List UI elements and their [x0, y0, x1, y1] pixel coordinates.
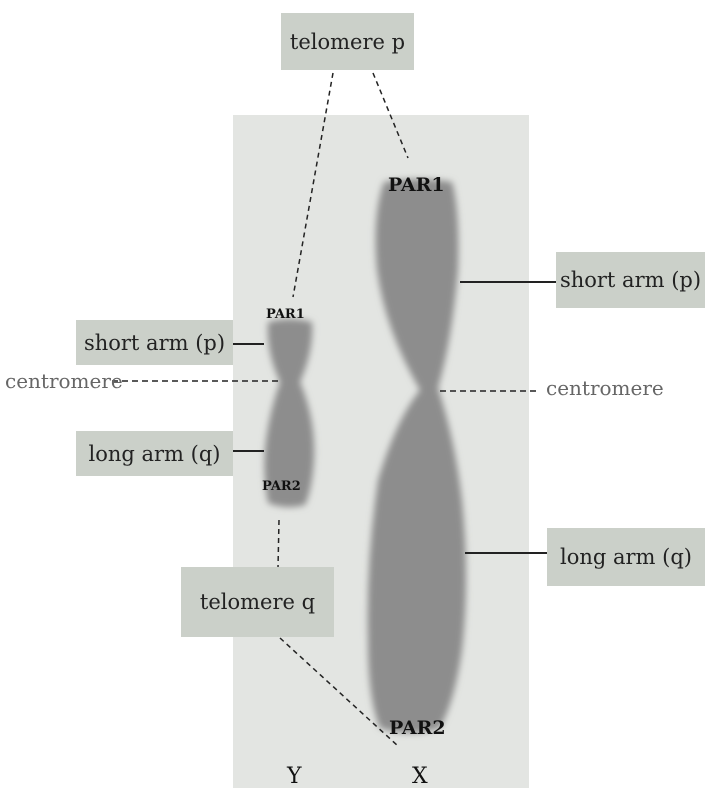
x-long-arm-label: long arm (q): [547, 528, 705, 586]
x-chromosome: [368, 179, 466, 733]
telomere-p-line-to-x: [373, 73, 408, 158]
y-long-arm-label: long arm (q): [76, 431, 233, 476]
telomere-p-label: telomere p: [281, 13, 414, 70]
telomere-q-line-from-y: [278, 520, 279, 568]
y-par2-label: PAR2: [262, 479, 301, 494]
y-centromere-label: centromere: [5, 369, 123, 393]
telomere-p-line-to-y: [293, 73, 333, 297]
y-short-arm-label: short arm (p): [76, 320, 233, 365]
x-short-arm-label: short arm (p): [556, 252, 705, 308]
y-par1-label: PAR1: [266, 307, 305, 322]
chromosome-y-name: Y: [287, 764, 302, 789]
x-par2-label: PAR2: [389, 717, 446, 739]
x-centromere-label: centromere: [546, 376, 664, 400]
telomere-q-label: telomere q: [181, 567, 334, 637]
chromosome-x-name: X: [412, 764, 428, 789]
x-par1-label: PAR1: [388, 174, 445, 196]
